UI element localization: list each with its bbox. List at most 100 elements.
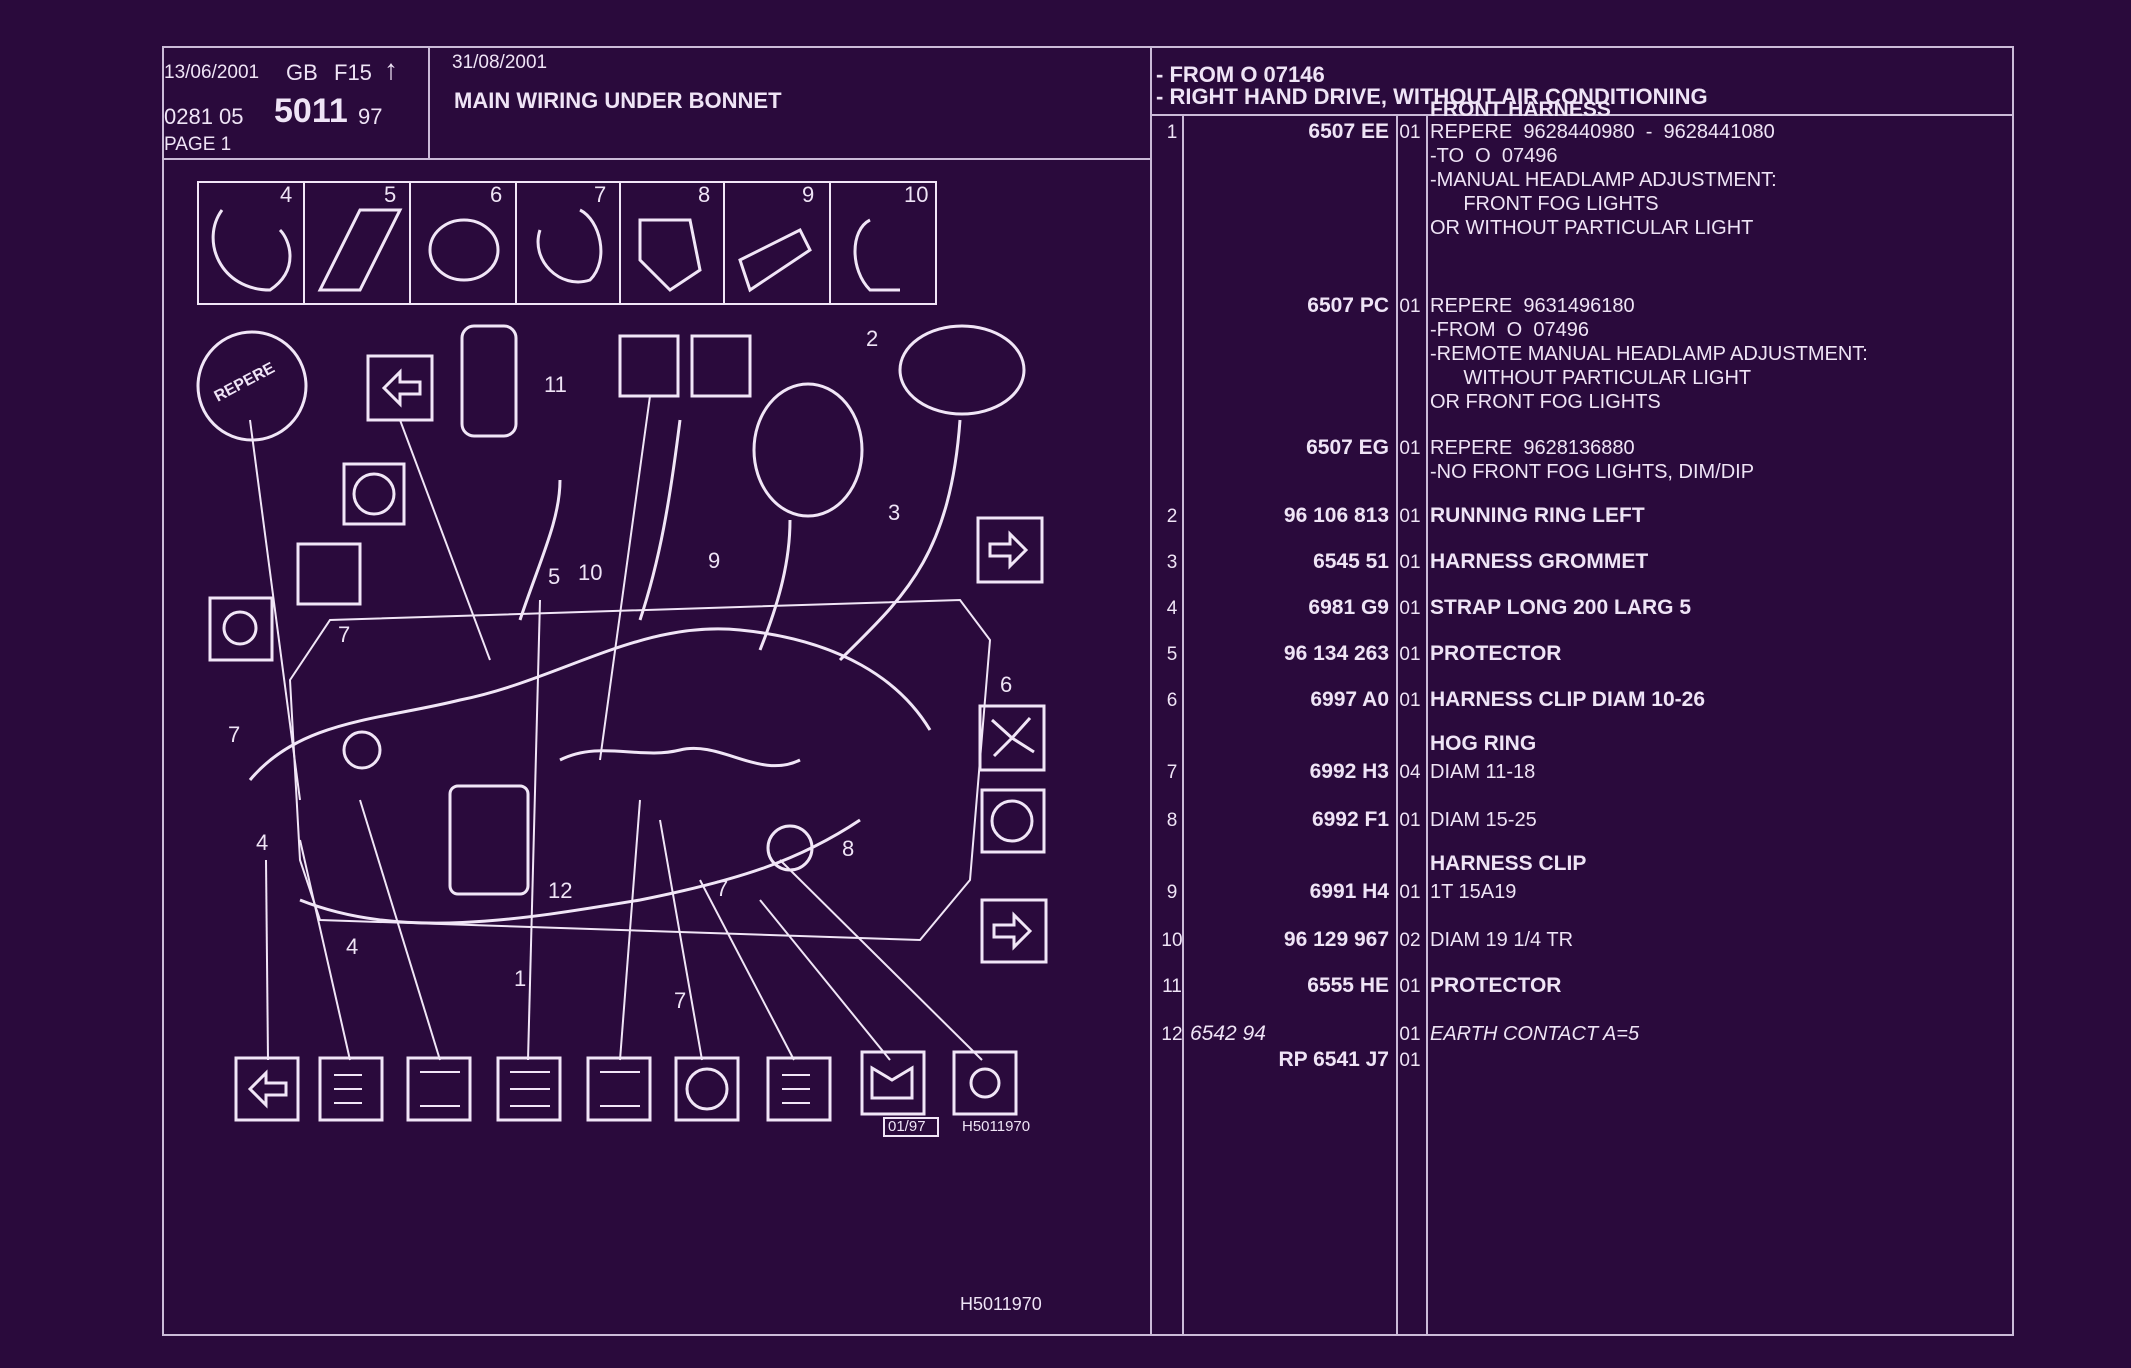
part-description-line: HOG RING bbox=[1430, 732, 1537, 755]
horn-box-right bbox=[980, 788, 1046, 854]
callout-10: 10 bbox=[578, 560, 603, 585]
clip-icon bbox=[428, 218, 500, 282]
bottom-icon-row bbox=[234, 1050, 1018, 1137]
part-reference: RP 6541 J7 bbox=[1278, 1048, 1389, 1071]
headlamp-box bbox=[586, 1056, 652, 1122]
part-reference: 96 134 263 bbox=[1283, 642, 1389, 665]
date-box: 01/97 bbox=[888, 1118, 926, 1135]
thumb-label-7: 7 bbox=[594, 182, 607, 207]
thumb-label-4: 4 bbox=[280, 182, 293, 207]
column-divider-ref bbox=[1396, 116, 1398, 1334]
part-quantity: 02 bbox=[1399, 930, 1421, 951]
brake-box bbox=[674, 1056, 740, 1122]
condition-line-1: - FROM O 07146 bbox=[1156, 62, 1325, 87]
header-code: F15 bbox=[334, 60, 372, 85]
thumbnail-strip bbox=[197, 181, 937, 305]
part-description-line: REPERE 9628440980 - 9628441080 bbox=[1430, 121, 1775, 143]
column-divider-qty bbox=[1426, 116, 1428, 1334]
part-number: 11 bbox=[1162, 976, 1182, 997]
header-ref-suffix: 97 bbox=[358, 104, 383, 129]
condition-line-2: - RIGHT HAND DRIVE, WITHOUT AIR CONDITIO… bbox=[1156, 84, 1708, 109]
callout-12: 12 bbox=[548, 878, 573, 903]
part-number: 3 bbox=[1166, 552, 1178, 573]
hog-ring-icon bbox=[536, 208, 603, 284]
part-description-line: RUNNING RING LEFT bbox=[1430, 504, 1645, 527]
main-harness bbox=[248, 627, 932, 925]
part-quantity: 01 bbox=[1399, 122, 1421, 143]
callout-7-b: 7 bbox=[228, 722, 241, 747]
footer-code: H5011970 bbox=[960, 1294, 1042, 1314]
diagram-code: H5011970 bbox=[962, 1118, 1031, 1135]
callout-1: 1 bbox=[514, 966, 527, 991]
part-quantity: 01 bbox=[1399, 1024, 1421, 1045]
part-description-line: REPERE 9628136880 bbox=[1430, 437, 1635, 459]
thumb-label-6: 6 bbox=[490, 182, 503, 207]
header-arrow: ↑ bbox=[384, 54, 398, 85]
header-page: PAGE 1 bbox=[164, 134, 232, 155]
callout-9: 9 bbox=[708, 548, 721, 573]
header-lang: GB bbox=[286, 60, 318, 85]
callout-5: 5 bbox=[548, 564, 561, 589]
thumb-label-5: 5 bbox=[384, 182, 397, 207]
callout-3: 3 bbox=[888, 500, 901, 525]
part-quantity: 01 bbox=[1399, 552, 1421, 573]
protector-icon bbox=[317, 208, 403, 292]
part-reference: 6545 51 bbox=[1313, 550, 1389, 573]
thumb-label-10: 10 bbox=[904, 182, 929, 207]
part-description-line: HARNESS CLIP bbox=[1430, 852, 1587, 875]
part-quantity: 01 bbox=[1399, 976, 1421, 997]
part-quantity: 01 bbox=[1399, 644, 1421, 665]
date-box-frame bbox=[883, 1117, 939, 1137]
part-reference: 6981 G9 bbox=[1308, 596, 1389, 619]
clip-10-icon bbox=[853, 218, 900, 292]
part-number: 2 bbox=[1166, 506, 1178, 527]
header-rule-left bbox=[162, 158, 1150, 160]
light-box-left bbox=[208, 596, 274, 662]
part-quantity: 01 bbox=[1399, 882, 1421, 903]
protector-11-icon bbox=[460, 324, 518, 438]
callout-7-d: 7 bbox=[674, 988, 687, 1013]
part-description-line: FRONT FOG LIGHTS bbox=[1430, 193, 1659, 215]
part-quantity: 04 bbox=[1399, 762, 1421, 783]
part-description-line: REPERE 9631496180 bbox=[1430, 295, 1635, 317]
part-description-line: OR WITHOUT PARTICULAR LIGHT bbox=[1430, 217, 1754, 239]
engine-bay-outline bbox=[288, 598, 992, 942]
part-description-line: DIAM 15-25 bbox=[1430, 809, 1537, 831]
part-quantity: 01 bbox=[1399, 1050, 1421, 1071]
part-reference: 6992 H3 bbox=[1309, 760, 1389, 783]
part-reference: 96 106 813 bbox=[1283, 504, 1389, 527]
battery-box bbox=[618, 334, 680, 398]
part-description-line: DIAM 11-18 bbox=[1430, 761, 1536, 783]
part-reference: 6507 PC bbox=[1307, 294, 1389, 317]
header-ref-main: 5011 bbox=[274, 92, 348, 130]
document-frame bbox=[162, 46, 2014, 1336]
callout-6: 6 bbox=[1000, 672, 1013, 697]
part-description-line: OR FRONT FOG LIGHTS bbox=[1430, 391, 1661, 413]
part-reference: 96 129 967 bbox=[1283, 928, 1389, 951]
column-divider-main bbox=[1150, 48, 1152, 1334]
part-number: 6 bbox=[1166, 690, 1178, 711]
grommet-icon bbox=[752, 382, 864, 518]
part-description-line: PROTECTOR bbox=[1430, 642, 1562, 665]
part-number: 5 bbox=[1166, 644, 1178, 665]
column-divider-num bbox=[1182, 116, 1184, 1334]
part-reference: 6992 F1 bbox=[1311, 808, 1389, 831]
part-quantity: 01 bbox=[1399, 296, 1421, 317]
clip-8-icon bbox=[638, 218, 702, 292]
part-description-line: FRONT HARNESS bbox=[1430, 98, 1611, 121]
part-reference: 6555 HE bbox=[1307, 974, 1389, 997]
part-description-line: 1T 15A19 bbox=[1430, 881, 1517, 903]
part-number: 7 bbox=[1166, 762, 1178, 783]
part-number: 8 bbox=[1166, 810, 1178, 831]
arrow-right-box-top bbox=[976, 516, 1044, 584]
part-quantity: 01 bbox=[1399, 690, 1421, 711]
callout-11: 11 bbox=[544, 372, 567, 397]
part-reference: 6997 A0 bbox=[1310, 688, 1389, 711]
clip-9-icon bbox=[738, 227, 812, 293]
part-reference: 6507 EE bbox=[1308, 120, 1389, 143]
lamp-box-left bbox=[342, 462, 406, 526]
dipped-beam-box bbox=[406, 1056, 472, 1122]
arrow-left-box-bottom bbox=[234, 1056, 300, 1122]
header-divider bbox=[428, 48, 430, 160]
